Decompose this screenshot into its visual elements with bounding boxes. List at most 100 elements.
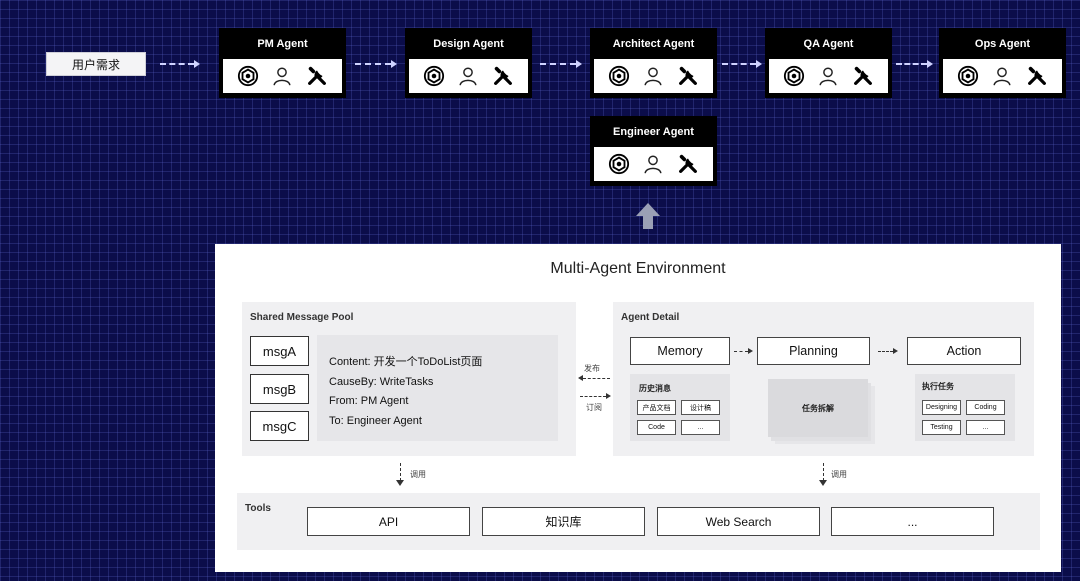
- message-pool-title: Shared Message Pool: [250, 312, 354, 323]
- arrow-head-icon: [576, 60, 582, 68]
- openai-icon: [784, 65, 805, 87]
- arrow-right-icon: [606, 393, 611, 399]
- agent-detail-title: Agent Detail: [621, 312, 680, 323]
- publish-label: 发布: [584, 364, 600, 373]
- openai-icon: [958, 65, 979, 87]
- message-to: To: Engineer Agent: [329, 414, 422, 427]
- connector-pm-design: [355, 63, 391, 65]
- connector-req-pm: [160, 63, 194, 65]
- planning-task-label: 任务拆解: [802, 403, 834, 413]
- arrow-head-icon: [756, 60, 762, 68]
- message-content: Content: 开发一个ToDoList页面: [329, 356, 483, 368]
- tool-item: ...: [831, 507, 994, 536]
- agent-icons: [409, 59, 528, 93]
- agent-icons: [769, 59, 888, 93]
- action-box: Action: [907, 337, 1021, 365]
- action-item: ...: [966, 420, 1005, 435]
- memory-item: ...: [681, 420, 720, 435]
- person-icon: [644, 67, 663, 86]
- agent-title: QA Agent: [803, 38, 854, 50]
- multi-agent-environment: Multi-Agent Environment Shared Message P…: [215, 244, 1061, 572]
- connector-qa-ops: [896, 63, 927, 65]
- openai-icon: [609, 65, 630, 87]
- message-cause-by: CauseBy: WriteTasks: [329, 375, 434, 388]
- person-icon: [993, 67, 1012, 86]
- tool-item: API: [307, 507, 470, 536]
- agent-title: Architect Agent: [612, 38, 695, 50]
- connector-design-architect: [540, 63, 576, 65]
- pm-agent-card: PM Agent: [219, 28, 346, 98]
- agent-title: Ops Agent: [974, 38, 1031, 50]
- design-agent-card: Design Agent: [405, 28, 532, 98]
- tools-icon: [853, 66, 872, 85]
- action-execute-title: 执行任务: [922, 382, 954, 391]
- subscribe-connector: [580, 396, 606, 397]
- agent-icons: [223, 59, 342, 93]
- up-arrow-icon: [636, 203, 660, 229]
- publish-connector: [583, 378, 610, 379]
- call-connector-left: [400, 463, 401, 481]
- memory-planning-connector: [734, 351, 748, 352]
- arrow-head-icon: [927, 60, 933, 68]
- agent-detail-panel: Agent Detail Memory Planning Action 历史消息…: [613, 302, 1034, 456]
- planning-action-connector: [878, 351, 893, 352]
- person-icon: [459, 67, 478, 86]
- tools-title: Tools: [245, 503, 271, 514]
- tools-icon: [493, 66, 512, 85]
- action-item: Designing: [922, 400, 961, 415]
- planning-box: Planning: [757, 337, 870, 365]
- call-label-left: 调用: [410, 470, 426, 479]
- arrow-left-icon: [578, 375, 583, 381]
- tools-panel: Tools API 知识库 Web Search ...: [237, 493, 1040, 550]
- agent-title: Engineer Agent: [613, 126, 694, 138]
- call-label-right: 调用: [831, 470, 847, 479]
- ops-agent-card: Ops Agent: [939, 28, 1066, 98]
- call-connector-right: [823, 463, 824, 481]
- agent-title: PM Agent: [257, 38, 308, 50]
- tools-icon: [307, 66, 326, 85]
- planning-task-breakdown: 任务拆解: [768, 379, 868, 437]
- agent-icons: [943, 59, 1062, 93]
- openai-icon: [609, 153, 630, 175]
- arrow-head-icon: [391, 60, 397, 68]
- tools-icon: [1027, 66, 1046, 85]
- shared-message-pool: Shared Message Pool msgA msgB msgC Conte…: [242, 302, 576, 456]
- architect-agent-card: Architect Agent: [590, 28, 717, 98]
- tool-item: 知识库: [482, 507, 645, 536]
- tools-icon: [678, 154, 697, 173]
- arrow-head-icon: [194, 60, 200, 68]
- qa-agent-card: QA Agent: [765, 28, 892, 98]
- action-item: Testing: [922, 420, 961, 435]
- user-requirement-label: 用户需求: [71, 57, 120, 72]
- person-icon: [273, 67, 292, 86]
- openai-icon: [424, 65, 445, 87]
- action-execute-panel: 执行任务 Designing Coding Testing ...: [915, 374, 1015, 441]
- agent-icons: [594, 147, 713, 181]
- memory-history-panel: 历史消息 产品文档 设计稿 Code ...: [630, 374, 730, 441]
- message-item: msgA: [250, 336, 309, 366]
- agent-icons: [594, 59, 713, 93]
- message-detail: Content: 开发一个ToDoList页面 CauseBy: WriteTa…: [317, 335, 558, 441]
- arrow-down-icon: [819, 480, 827, 486]
- environment-title: Multi-Agent Environment: [550, 260, 726, 277]
- arrow-right-icon: [748, 348, 753, 354]
- memory-item: Code: [637, 420, 676, 435]
- memory-item: 设计稿: [681, 400, 720, 415]
- message-item: msgB: [250, 374, 309, 404]
- message-item: msgC: [250, 411, 309, 441]
- person-icon: [819, 67, 838, 86]
- tool-item: Web Search: [657, 507, 820, 536]
- engineer-agent-card: Engineer Agent: [590, 116, 717, 186]
- memory-history-title: 历史消息: [639, 384, 671, 393]
- arrow-right-icon: [893, 348, 898, 354]
- agent-title: Design Agent: [433, 38, 504, 50]
- message-from: From: PM Agent: [329, 395, 409, 407]
- connector-architect-qa: [722, 63, 756, 65]
- memory-box: Memory: [630, 337, 730, 365]
- memory-item: 产品文档: [637, 400, 676, 415]
- openai-icon: [238, 65, 259, 87]
- subscribe-label: 订阅: [586, 403, 602, 412]
- arrow-down-icon: [396, 480, 404, 486]
- user-requirement-box: 用户需求: [46, 52, 146, 76]
- action-item: Coding: [966, 400, 1005, 415]
